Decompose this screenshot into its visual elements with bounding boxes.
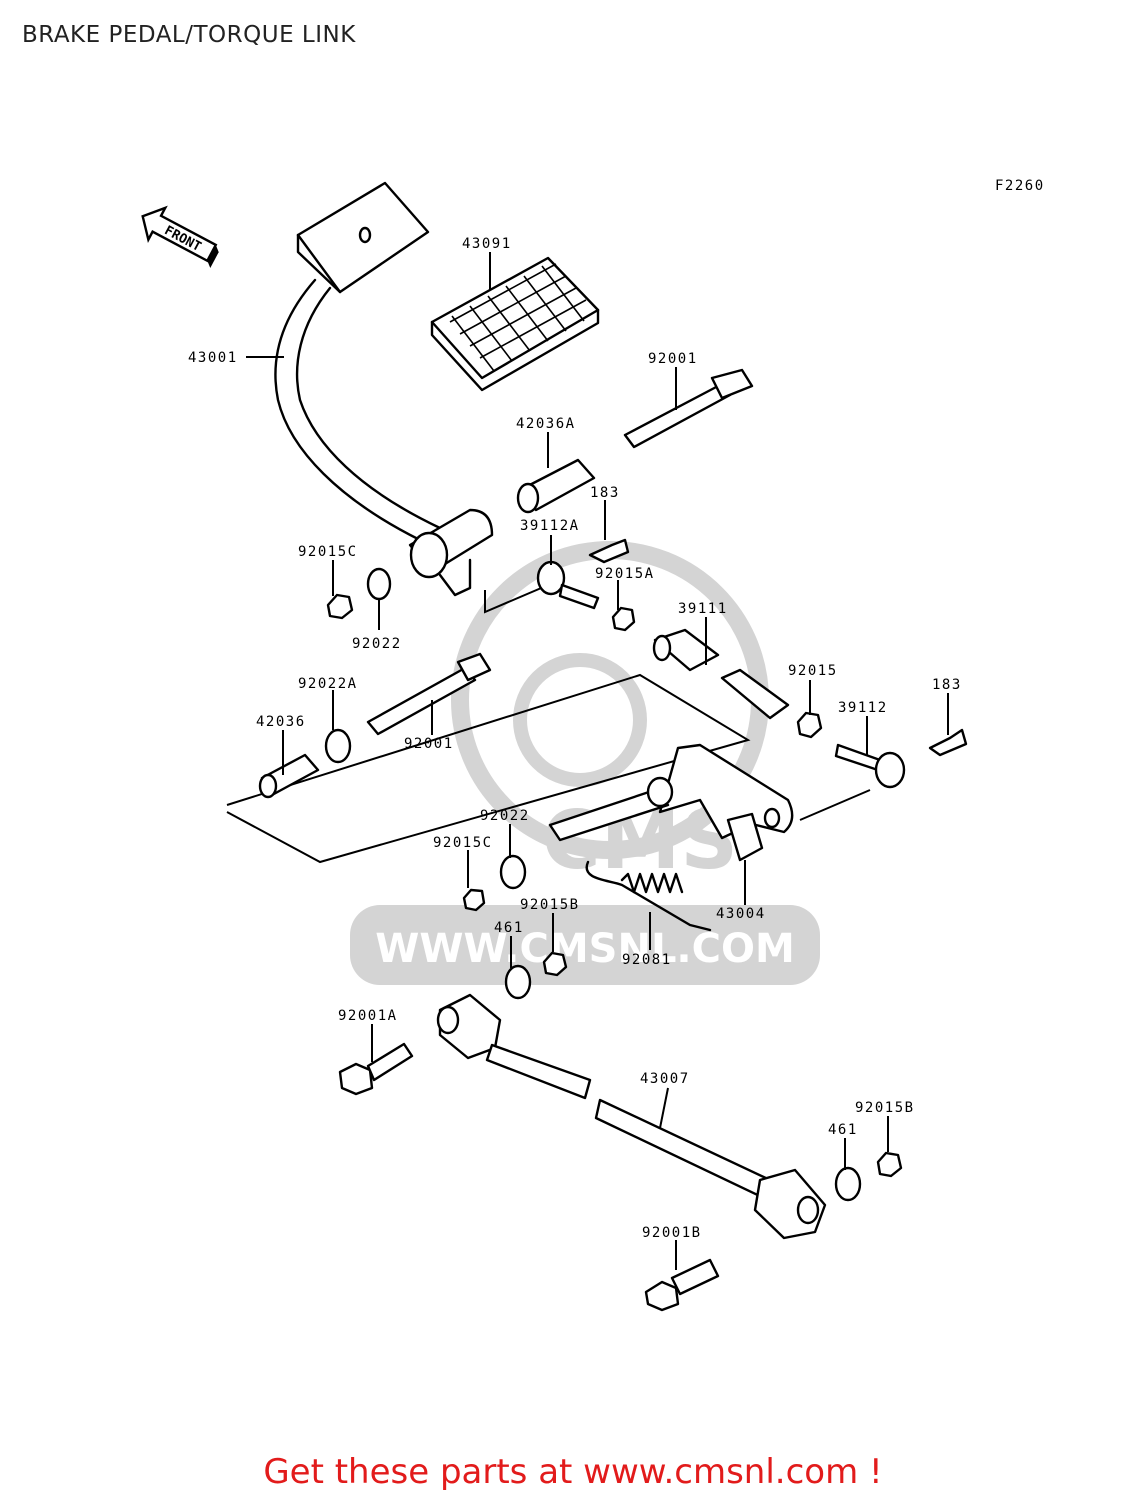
- callout-label: 92015C: [433, 835, 493, 851]
- torque-link-43007: [436, 993, 827, 1240]
- callout-label: 92015A: [595, 566, 655, 582]
- callout-label: 39111: [678, 601, 728, 617]
- washer-461-upper: [504, 964, 532, 1000]
- nut-92015C-upper: [326, 593, 354, 620]
- nut-92015B-lower: [876, 1151, 903, 1178]
- callout-label: 461: [828, 1122, 858, 1138]
- diagram-title: BRAKE PEDAL/TORQUE LINK: [22, 22, 356, 48]
- callout-label: 92001A: [338, 1008, 398, 1024]
- pedal-rubber: [430, 256, 600, 392]
- callout-label: 92001B: [642, 1225, 702, 1241]
- nut-92015: [796, 711, 823, 739]
- callout-label: 92015B: [855, 1100, 915, 1116]
- leader-lines: [246, 252, 949, 1270]
- callout-label: 43091: [462, 236, 512, 252]
- callout-label: 43001: [188, 350, 238, 366]
- callout-label: 92022: [480, 808, 530, 824]
- brake-pedal: [274, 181, 494, 597]
- nut-92015A: [611, 606, 636, 632]
- callout-label: 461: [494, 920, 524, 936]
- callout-label: 92015B: [520, 897, 580, 913]
- callout-label: 43007: [640, 1071, 690, 1087]
- callout-label: 92015: [788, 663, 838, 679]
- bolt-183-upper: [588, 538, 630, 564]
- bolt-183-right: [928, 728, 968, 757]
- bolt-92001-upper: [623, 368, 754, 449]
- bolt-92001B: [644, 1258, 720, 1312]
- nut-92015C-lower: [462, 888, 486, 912]
- figure-code: F2260: [995, 178, 1045, 194]
- callout-label: 39112A: [520, 518, 580, 534]
- spring-92081: [585, 860, 712, 932]
- callout-label: 183: [932, 677, 962, 693]
- collar-42036: [258, 753, 320, 799]
- callout-label: 92001: [404, 736, 454, 752]
- watermark-url-text: WWW.CMSNL.COM: [375, 926, 795, 972]
- rod-end-39112: [834, 743, 906, 789]
- callout-label: 43004: [716, 906, 766, 922]
- washer-92022-upper: [366, 567, 392, 601]
- washer-461-lower: [834, 1166, 862, 1202]
- shaft-39111: [652, 628, 790, 720]
- assembly-outline: [226, 673, 751, 864]
- bolt-92001-lower: [366, 652, 492, 736]
- rod-end-39112A: [536, 560, 600, 610]
- front-arrow-icon: FRONT: [141, 205, 219, 269]
- assembly-outline: [799, 789, 871, 821]
- washer-92022A: [324, 728, 352, 764]
- callout-label: 92022: [352, 636, 402, 652]
- callout-label: 92001: [648, 351, 698, 367]
- footer-link[interactable]: Get these parts at www.cmsnl.com !: [263, 1452, 883, 1492]
- callout-label: 92015C: [298, 544, 358, 560]
- assembly-outline: [484, 579, 561, 614]
- callout-label: 92081: [622, 952, 672, 968]
- callout-label: 42036: [256, 714, 306, 730]
- washer-92022-lower: [499, 854, 527, 890]
- callout-label: 39112: [838, 700, 888, 716]
- callout-label: 92022A: [298, 676, 358, 692]
- watermark: CMS WWW.CMSNL.COM: [350, 541, 820, 985]
- collar-42036A: [516, 458, 596, 514]
- callout-label: 42036A: [516, 416, 576, 432]
- bolt-92001A: [338, 1042, 414, 1096]
- callout-label: 183: [590, 485, 620, 501]
- nut-92015B-upper: [542, 951, 568, 977]
- lever-43004: [548, 743, 794, 862]
